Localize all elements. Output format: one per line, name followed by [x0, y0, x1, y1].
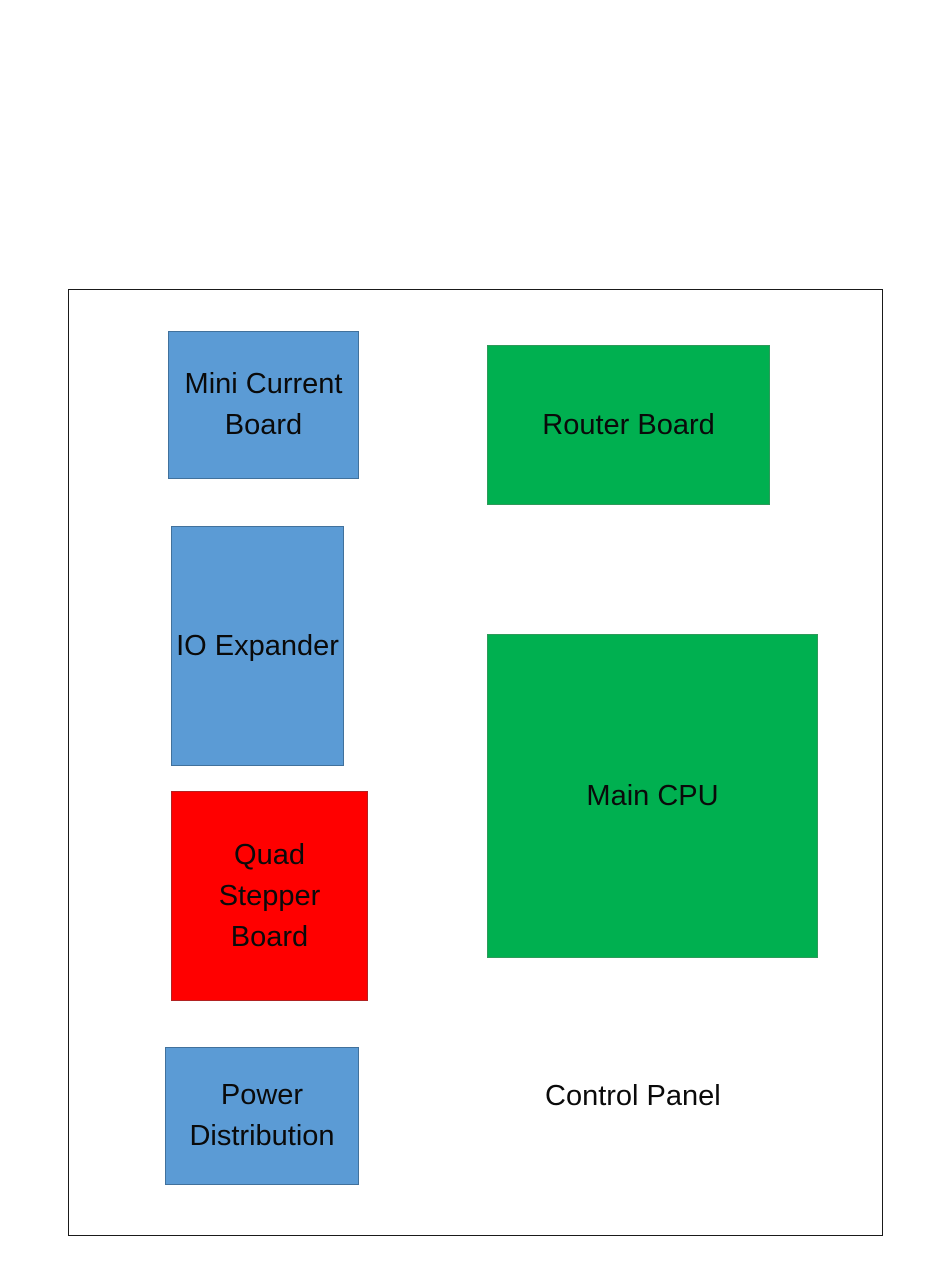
- router-board-block: Router Board: [487, 345, 770, 505]
- mini-current-board-block: Mini Current Board: [168, 331, 359, 479]
- power-distribution-block: Power Distribution: [165, 1047, 359, 1185]
- main-cpu-block: Main CPU: [487, 634, 818, 958]
- quad-stepper-board-block: Quad Stepper Board: [171, 791, 368, 1001]
- control-panel-label: Control Panel: [545, 1076, 721, 1117]
- io-expander-block: IO Expander: [171, 526, 344, 766]
